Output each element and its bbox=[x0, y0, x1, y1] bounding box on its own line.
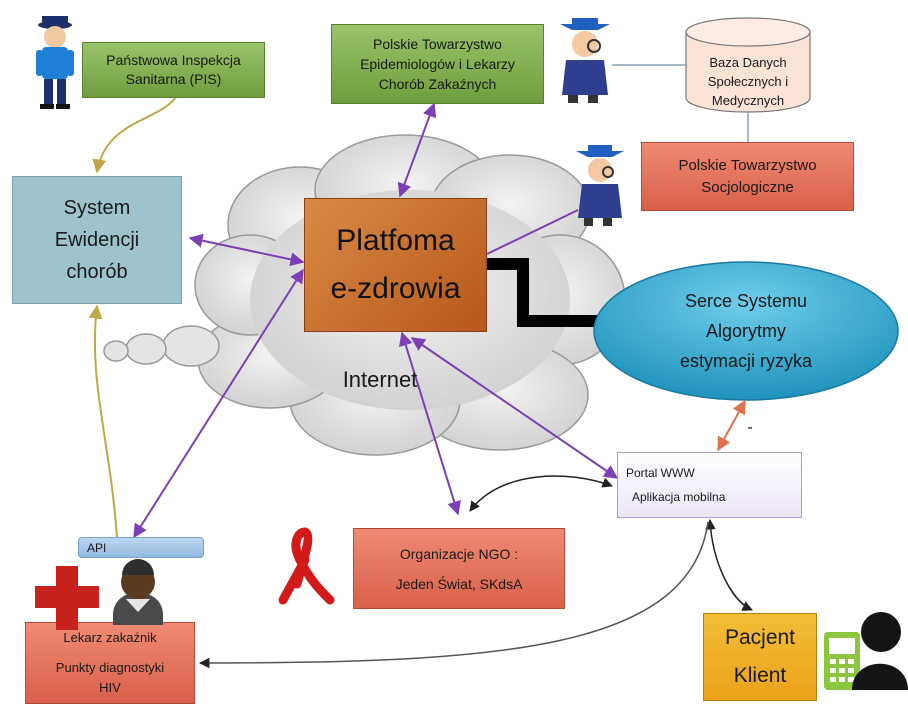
core-label: Serce Systemu Algorytmy estymacji ryzyka bbox=[626, 276, 866, 386]
professor-icon bbox=[560, 18, 610, 103]
ptel-box: Polskie Towarzystwo Epidemiologów i Leka… bbox=[331, 24, 544, 104]
system-line-1: System bbox=[63, 197, 131, 219]
arrow-portal-patient bbox=[705, 518, 753, 611]
ptel-line-1: Polskie Towarzystwo bbox=[373, 36, 502, 52]
patient-line-1: Pacjent bbox=[724, 626, 796, 649]
db-line-3: Medycznych bbox=[711, 92, 785, 108]
api-box: API bbox=[78, 537, 204, 558]
arrow-ngo-portal bbox=[469, 475, 613, 512]
core-line-3: estymacji ryzyka bbox=[679, 351, 813, 371]
arrow-platform-ptel bbox=[397, 102, 437, 198]
portal-line-1: Portal WWW bbox=[626, 466, 695, 480]
platform-line-1: Platfoma bbox=[336, 224, 455, 257]
ptel-line-3: Chorób Zakaźnych bbox=[378, 76, 497, 92]
pis-box: Państwowa Inspekcja Sanitarna (PIS) bbox=[82, 42, 265, 98]
red-cross-icon bbox=[35, 566, 99, 630]
arrow-platform-pts bbox=[486, 209, 579, 255]
doctor-avatar-icon bbox=[113, 559, 163, 625]
platform-box: Platfoma e-zdrowia bbox=[304, 198, 487, 332]
arrow-core-portal bbox=[717, 399, 746, 452]
portal-line-2: Aplikacja mobilna bbox=[632, 490, 726, 504]
pis-line-2: Sanitarna (PIS) bbox=[125, 71, 222, 87]
db-line-1: Baza Danych bbox=[709, 54, 787, 70]
patient-line-2: Klient bbox=[733, 664, 787, 687]
arrow-api-system bbox=[88, 304, 118, 538]
pts-line-2: Socjologiczne bbox=[701, 178, 794, 196]
arrow-platform-portal bbox=[410, 337, 619, 479]
internet-text: Internet bbox=[342, 367, 418, 392]
professor-icon bbox=[576, 145, 624, 226]
core-line-2: Algorytmy bbox=[705, 321, 786, 341]
pts-box: Polskie Towarzystwo Socjologiczne bbox=[641, 142, 854, 211]
db-line-2: Społecznych i bbox=[707, 73, 789, 89]
mobile-phone-icon bbox=[824, 632, 860, 690]
patient-box: Pacjent Klient bbox=[703, 613, 817, 701]
arrow-portal-doctor bbox=[198, 521, 709, 669]
platform-core-link bbox=[487, 258, 600, 327]
core-ellipse bbox=[593, 261, 899, 401]
ngo-line-1: Organizacje NGO : bbox=[399, 545, 519, 562]
pis-line-1: Państwowa Inspekcja bbox=[106, 52, 241, 68]
red-ribbon-icon bbox=[278, 527, 335, 605]
db-label: Baza Danych Społecznych i Medycznych bbox=[686, 50, 810, 112]
arrow-platform-api bbox=[133, 268, 304, 539]
platform-line-2: e-zdrowia bbox=[330, 272, 461, 305]
api-text: API bbox=[87, 540, 107, 555]
ngo-line-2: Jeden Świat, SKdsA bbox=[395, 575, 523, 592]
person-silhouette-icon bbox=[852, 612, 908, 690]
dash-text: - bbox=[747, 419, 753, 436]
system-line-3: chorób bbox=[66, 261, 128, 283]
portal-box: Portal WWW Aplikacja mobilna bbox=[617, 452, 802, 518]
police-officer-icon bbox=[36, 16, 74, 109]
arrow-platform-system bbox=[188, 233, 305, 267]
internet-label: Internet bbox=[320, 362, 440, 398]
cloud-bubbles bbox=[103, 325, 220, 367]
ngo-box: Organizacje NGO : Jeden Świat, SKdsA bbox=[353, 528, 565, 609]
system-box: System Ewidencji chorób bbox=[12, 176, 182, 304]
ptel-line-2: Epidemiologów i Lekarzy bbox=[360, 56, 515, 72]
pts-line-1: Polskie Towarzystwo bbox=[678, 156, 817, 174]
core-line-1: Serce Systemu bbox=[684, 291, 808, 311]
dash-label: - bbox=[740, 418, 760, 438]
system-line-2: Ewidencji bbox=[54, 229, 140, 251]
